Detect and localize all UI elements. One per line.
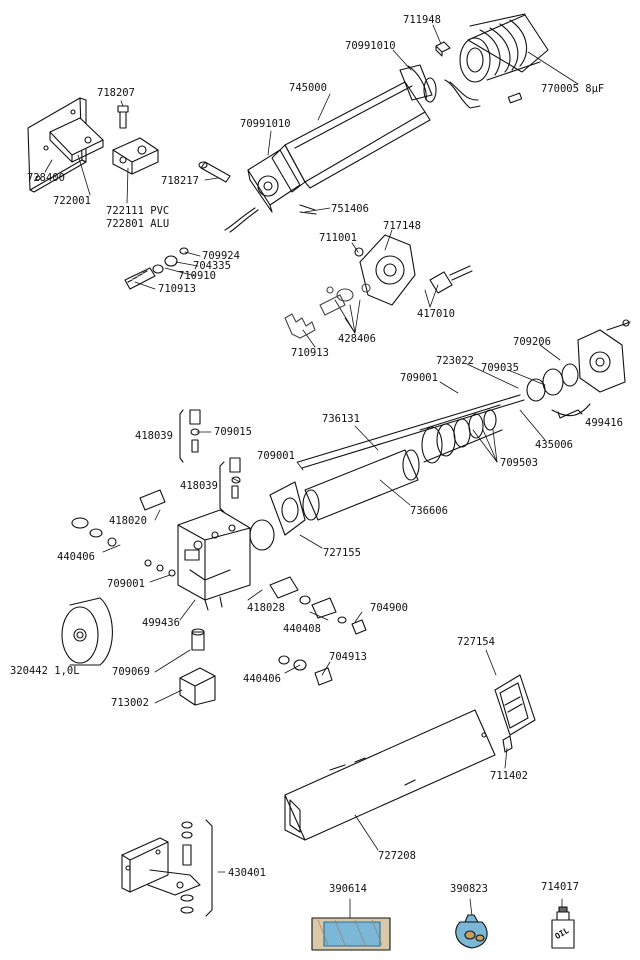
part-label-711948: 711948: [403, 14, 441, 26]
bracket-728400: [27, 97, 104, 193]
pad-390614: [311, 917, 391, 951]
part-label-440406-lower: 440406: [243, 673, 281, 685]
part-label-723022: 723022: [436, 355, 474, 367]
part-label-727154: 727154: [457, 636, 495, 648]
part-label-713002: 713002: [111, 697, 149, 709]
part-label-722001: 722001: [53, 195, 91, 207]
part-label-709035: 709035: [481, 362, 519, 374]
profile-727208: [284, 709, 496, 841]
part-label-709924: 709924: [202, 250, 240, 262]
part-label-430401: 430401: [228, 867, 266, 879]
brace-499416: [551, 403, 591, 419]
part-label-418028: 418028: [247, 602, 285, 614]
part-label-736131: 736131: [322, 413, 360, 425]
part-label-718207: 718207: [97, 87, 135, 99]
part-label-711402: 711402: [490, 770, 528, 782]
part-label-418039-upper: 418039: [135, 430, 173, 442]
screw-718217: [198, 161, 231, 183]
part-label-418020: 418020: [109, 515, 147, 527]
part-label-710913-lower: 710913: [291, 347, 329, 359]
end-bracket-709206: [577, 319, 631, 393]
part-label-709069: 709069: [112, 666, 150, 678]
rod-736131: [297, 394, 525, 469]
part-label-770005: 770005 8μF: [541, 83, 605, 95]
part-label-704900: 704900: [370, 602, 408, 614]
part-label-709503: 709503: [500, 457, 538, 469]
part-label-718217: 718217: [161, 175, 199, 187]
valve-418028: [269, 576, 367, 635]
part-label-704913: 704913: [329, 651, 367, 663]
valves-418039: [179, 409, 241, 513]
part-label-710910: 710910: [178, 270, 216, 282]
rings-723022-709035: [526, 363, 579, 402]
part-label-704335: 704335: [193, 260, 231, 272]
part-label-722801: 722801 ALU: [106, 218, 170, 230]
part-label-709001-lower: 709001: [107, 578, 145, 590]
part-label-728400: 728400: [27, 172, 65, 184]
part-label-70991010-upper: 70991010: [345, 40, 396, 52]
part-label-709015: 709015: [214, 426, 252, 438]
part-label-736606: 736606: [410, 505, 448, 517]
part-label-714017: 714017: [541, 881, 579, 893]
part-label-717148: 717148: [383, 220, 421, 232]
screw-711402: [502, 735, 513, 753]
part-label-499416: 499416: [585, 417, 623, 429]
pin-718207: [117, 105, 129, 129]
reservoir-320442: [61, 597, 113, 666]
plugs-418020: [71, 489, 176, 577]
part-label-70991010-lower: 70991010: [240, 118, 291, 130]
spring-428406: [284, 283, 371, 339]
piston-709503: [419, 404, 503, 464]
bracket-430401: [121, 819, 213, 917]
gasket-727155: [249, 481, 306, 551]
parts-440406-lower: [278, 655, 333, 686]
part-label-390823: 390823: [450, 883, 488, 895]
part-label-710913-upper: 710913: [158, 283, 196, 295]
pump-body-499436: [177, 509, 251, 611]
part-label-418039-lower: 418039: [180, 480, 218, 492]
end-cap-70991010: [224, 149, 317, 233]
part-label-745000: 745000: [289, 82, 327, 94]
part-label-709001-upper: 709001: [400, 372, 438, 384]
part-label-320442: 320442 1,0L: [10, 665, 80, 677]
motor-tube-745000: [271, 64, 437, 193]
cam-assembly-717148: [354, 234, 473, 306]
motor-770005: [444, 13, 549, 109]
leader-lines: [44, 24, 579, 919]
fitting-709069: [179, 628, 216, 706]
part-label-440406-upper: 440406: [57, 551, 95, 563]
part-label-709001-middle: 709001: [257, 450, 295, 462]
part-label-435006: 435006: [535, 439, 573, 451]
part-label-711001: 711001: [319, 232, 357, 244]
part-label-727208: 727208: [378, 850, 416, 862]
part-label-709206: 709206: [513, 336, 551, 348]
part-label-722111: 722111 PVC: [106, 205, 170, 217]
part-label-727155: 727155: [323, 547, 361, 559]
part-label-440408: 440408: [283, 623, 321, 635]
cover-727154: [494, 674, 536, 736]
bag-390823: [455, 914, 488, 949]
part-label-499436: 499436: [142, 617, 180, 629]
part-label-428406: 428406: [338, 333, 376, 345]
part-label-751406: 751406: [331, 203, 369, 215]
bolt-710913: [124, 247, 189, 290]
clip-711948: [435, 41, 451, 57]
part-label-390614: 390614: [329, 883, 367, 895]
cylinder-736606: [302, 449, 420, 521]
oil-bottle-714017: [551, 906, 575, 949]
clevis-722111: [112, 137, 159, 175]
part-label-417010: 417010: [417, 308, 455, 320]
